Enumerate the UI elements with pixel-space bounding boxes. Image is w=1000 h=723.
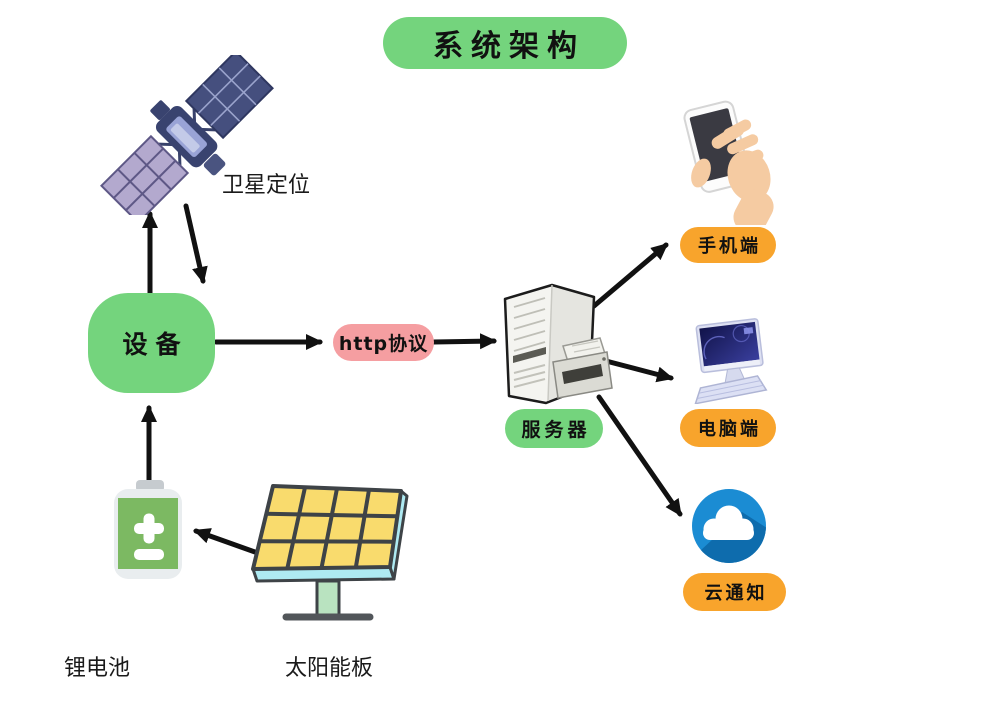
battery-icon [114, 480, 182, 579]
arrow-http-to-server [431, 333, 497, 350]
arrow-server-to-computer [603, 358, 674, 383]
arrow-server-to-cloud [596, 394, 683, 517]
arrow-server-to-phone [591, 242, 669, 309]
solar-panel-label: 太阳能板 [285, 656, 374, 681]
battery-label: 锂电池 [64, 656, 131, 681]
arrow-solar-to-battery [193, 528, 258, 555]
cloud-icon [692, 489, 766, 563]
server-tower-icon [503, 283, 613, 405]
phone-in-hand-icon [683, 100, 774, 225]
computer-label-badge: 电脑端 [680, 409, 776, 447]
satellite-label: 卫星定位 [222, 173, 311, 198]
server-label-badge: 服务器 [505, 409, 603, 448]
satellite-icon [100, 55, 274, 215]
device-node: 设备 [88, 293, 215, 393]
phone-label-badge: 手机端 [680, 227, 776, 263]
page-title: 系统架构 [383, 17, 627, 69]
desktop-computer-icon [694, 318, 768, 404]
arrow-satellite-to-device [183, 203, 208, 284]
solar-panel-icon [251, 484, 409, 621]
cloud-label-badge: 云通知 [683, 573, 786, 611]
http-protocol-badge: http协议 [333, 324, 434, 361]
